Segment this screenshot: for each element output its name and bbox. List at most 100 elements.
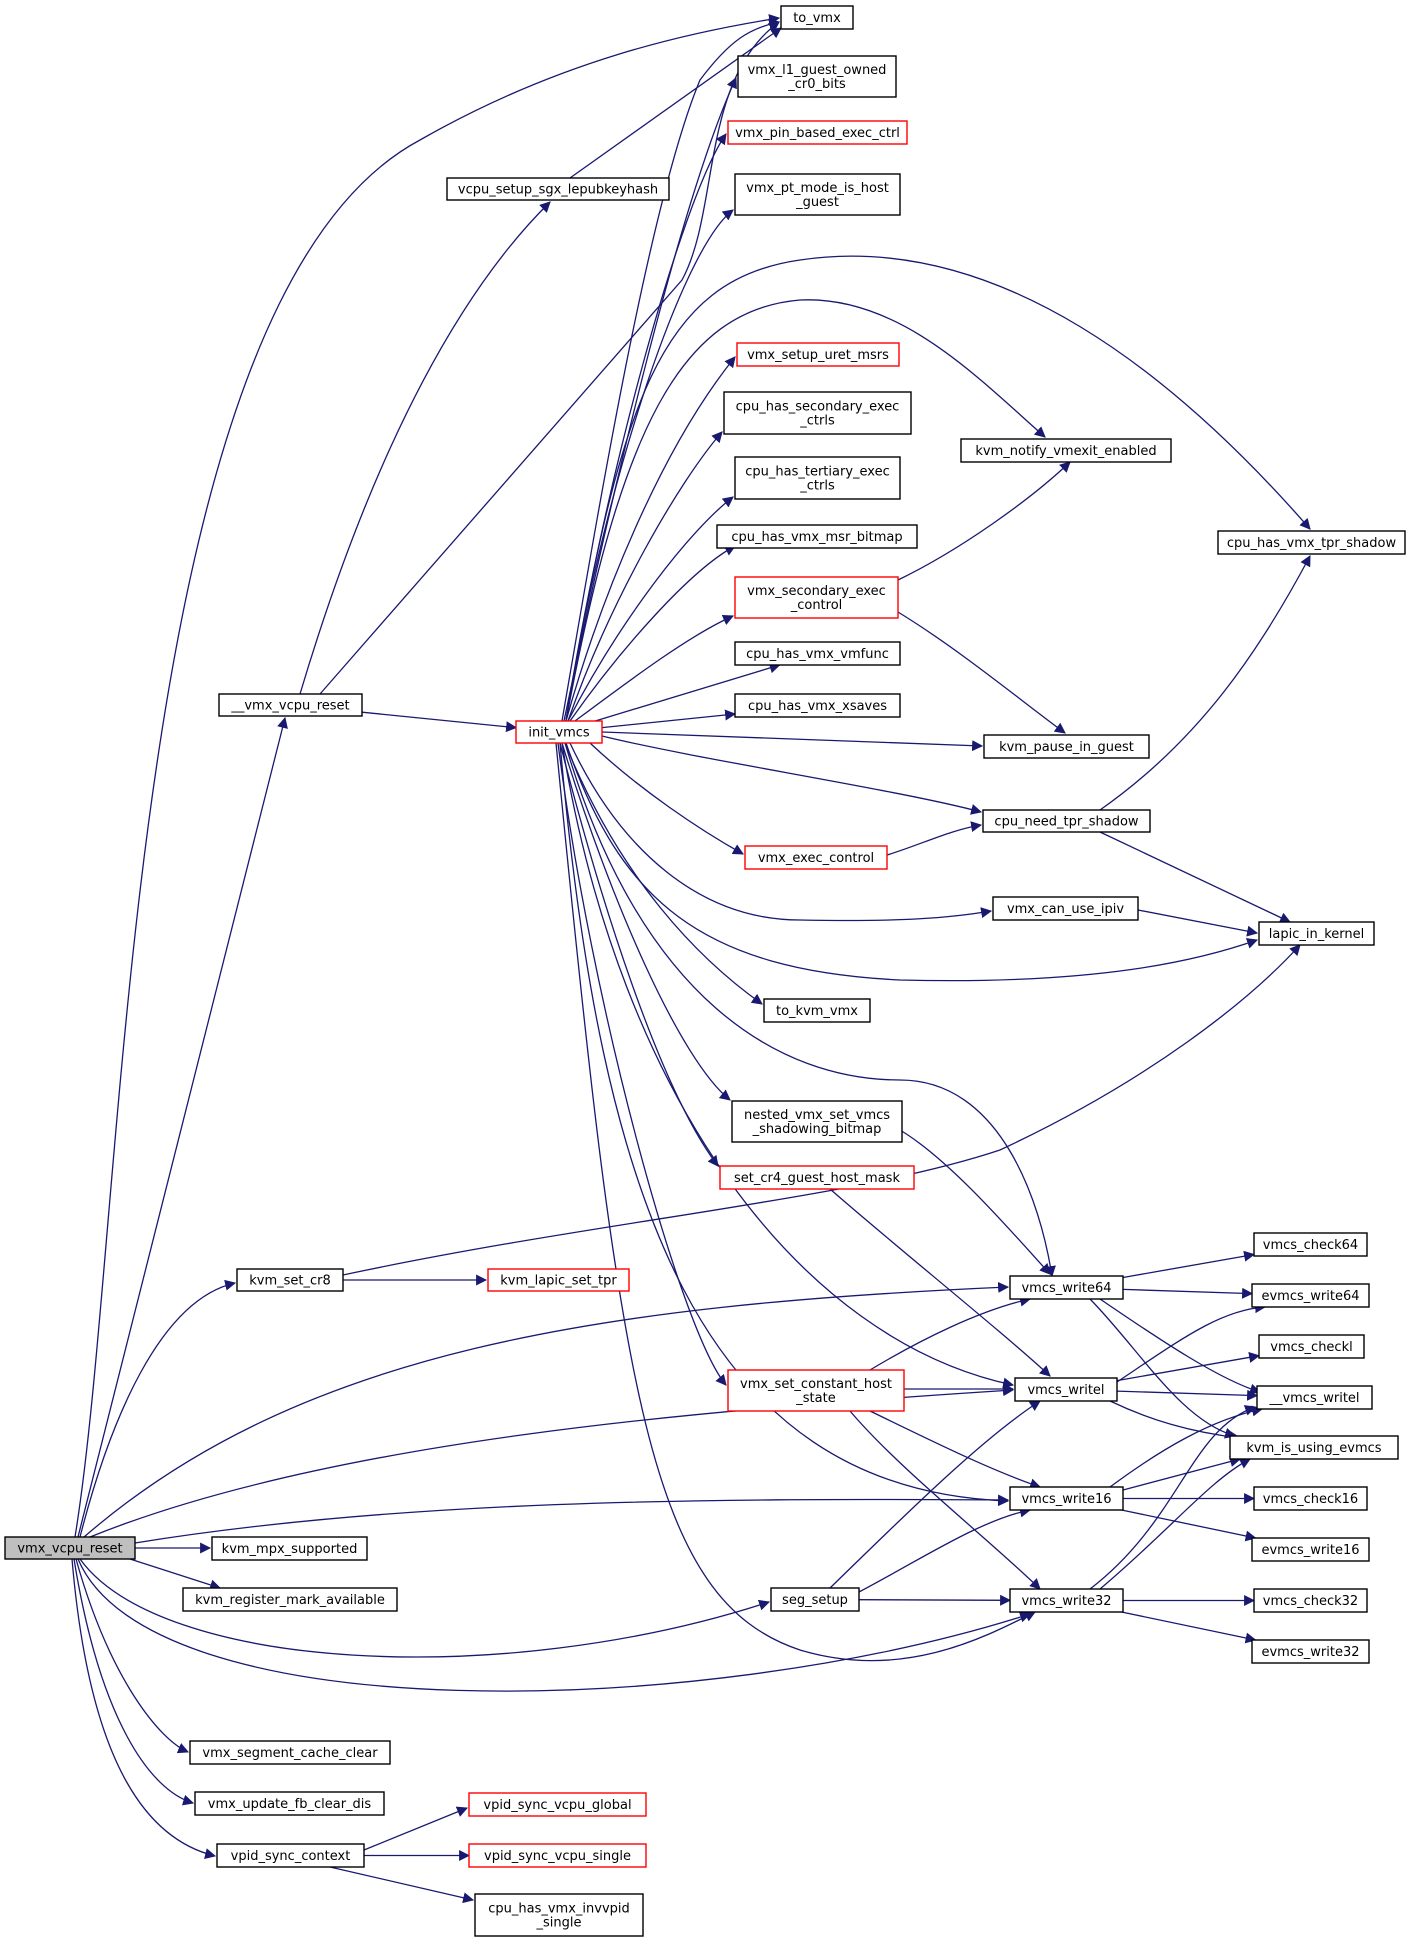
node-evmcs_write16[interactable]: evmcs_write16 bbox=[1251, 1537, 1370, 1562]
node-box[interactable] bbox=[1253, 1232, 1368, 1257]
node-cpu_need_tpr_shadow[interactable]: cpu_need_tpr_shadow bbox=[982, 809, 1151, 833]
node-box[interactable] bbox=[734, 693, 901, 718]
node-box[interactable] bbox=[727, 1369, 905, 1412]
node-box[interactable] bbox=[763, 998, 871, 1023]
node-vmx_pt_mode_is_host_guest[interactable]: vmx_pt_mode_is_host_guest bbox=[734, 173, 901, 216]
node-box[interactable] bbox=[1258, 921, 1375, 946]
node-lapic_in_kernel[interactable]: lapic_in_kernel bbox=[1258, 921, 1375, 946]
node-box[interactable] bbox=[734, 173, 901, 216]
node-kvm_register_mark_available[interactable]: kvm_register_mark_available bbox=[182, 1587, 398, 1612]
node-box[interactable] bbox=[744, 845, 888, 870]
node-vmcs_check64[interactable]: vmcs_check64 bbox=[1253, 1232, 1368, 1257]
node-vpid_sync_context[interactable]: vpid_sync_context bbox=[216, 1843, 365, 1868]
node-__vmx_vcpu_reset[interactable]: __vmx_vcpu_reset bbox=[218, 693, 363, 717]
node-vmx_pin_based_exec_ctrl[interactable]: vmx_pin_based_exec_ctrl bbox=[727, 120, 908, 145]
node-box[interactable] bbox=[1229, 1435, 1399, 1460]
node-cpu_has_vmx_msr_bitmap[interactable]: cpu_has_vmx_msr_bitmap bbox=[716, 524, 918, 549]
node-vcpu_setup_sgx_lepubkeyhash[interactable]: vcpu_setup_sgx_lepubkeyhash bbox=[446, 177, 670, 201]
node-vmcs_write32[interactable]: vmcs_write32 bbox=[1009, 1588, 1124, 1613]
node-cpu_has_vmx_vmfunc[interactable]: cpu_has_vmx_vmfunc bbox=[734, 641, 901, 666]
node-box[interactable] bbox=[992, 896, 1139, 921]
node-box[interactable] bbox=[1253, 1588, 1368, 1613]
node-box[interactable] bbox=[236, 1268, 344, 1292]
node-cpu_has_vmx_invvpid_single[interactable]: cpu_has_vmx_invvpid_single bbox=[474, 1893, 644, 1937]
node-cpu_has_secondary_exec_ctrls[interactable]: cpu_has_secondary_exec_ctrls bbox=[723, 391, 912, 435]
node-vmx_set_constant_host_state[interactable]: vmx_set_constant_host_state bbox=[727, 1369, 905, 1412]
node-cpu_has_vmx_tpr_shadow[interactable]: cpu_has_vmx_tpr_shadow bbox=[1217, 530, 1406, 555]
node-vmx_setup_uret_msrs[interactable]: vmx_setup_uret_msrs bbox=[736, 342, 900, 367]
node-box[interactable] bbox=[4, 1536, 136, 1560]
node-kvm_notify_vmexit_enabled[interactable]: kvm_notify_vmexit_enabled bbox=[960, 438, 1172, 463]
node-box[interactable] bbox=[1014, 1377, 1118, 1402]
node-vmcs_check32[interactable]: vmcs_check32 bbox=[1253, 1588, 1368, 1613]
node-box[interactable] bbox=[487, 1268, 630, 1292]
node-nested_vmx_set_vmcs_shadowing_bitmap[interactable]: nested_vmx_set_vmcs_shadowing_bitmap bbox=[731, 1100, 903, 1143]
node-vpid_sync_vcpu_single[interactable]: vpid_sync_vcpu_single bbox=[468, 1843, 647, 1868]
node-vmx_secondary_exec_control[interactable]: vmx_secondary_exec_control bbox=[734, 576, 899, 619]
node-box[interactable] bbox=[189, 1740, 391, 1765]
node-box[interactable] bbox=[734, 456, 901, 500]
node-kvm_is_using_evmcs[interactable]: kvm_is_using_evmcs bbox=[1229, 1435, 1399, 1460]
node-box[interactable] bbox=[716, 524, 918, 549]
node-box[interactable] bbox=[1253, 1486, 1368, 1511]
node-box[interactable] bbox=[737, 55, 897, 98]
node-box[interactable] bbox=[983, 734, 1150, 759]
node-box[interactable] bbox=[468, 1843, 647, 1868]
node-box[interactable] bbox=[1251, 1537, 1370, 1562]
node-box[interactable] bbox=[194, 1791, 385, 1816]
node-box[interactable] bbox=[731, 1100, 903, 1143]
node-box[interactable] bbox=[770, 1587, 860, 1612]
node-vmcs_checkl[interactable]: vmcs_checkl bbox=[1258, 1334, 1365, 1359]
node-box[interactable] bbox=[736, 342, 900, 367]
node-box[interactable] bbox=[468, 1792, 647, 1817]
node-box[interactable] bbox=[216, 1843, 365, 1868]
node-__vmcs_writel[interactable]: __vmcs_writel bbox=[1256, 1385, 1373, 1410]
node-box[interactable] bbox=[734, 641, 901, 666]
node-evmcs_write64[interactable]: evmcs_write64 bbox=[1251, 1283, 1370, 1308]
node-vmx_can_use_ipiv[interactable]: vmx_can_use_ipiv bbox=[992, 896, 1139, 921]
node-box[interactable] bbox=[1217, 530, 1406, 555]
node-vmx_vcpu_reset[interactable]: vmx_vcpu_reset bbox=[4, 1536, 136, 1560]
node-set_cr4_guest_host_mask[interactable]: set_cr4_guest_host_mask bbox=[719, 1165, 915, 1190]
node-box[interactable] bbox=[723, 391, 912, 435]
node-box[interactable] bbox=[1251, 1283, 1370, 1308]
node-vmx_l1_guest_owned_cr0_bits[interactable]: vmx_l1_guest_owned_cr0_bits bbox=[737, 55, 897, 98]
node-box[interactable] bbox=[780, 5, 854, 30]
node-box[interactable] bbox=[1009, 1588, 1124, 1613]
node-to_vmx[interactable]: to_vmx bbox=[780, 5, 854, 30]
node-vmcs_check16[interactable]: vmcs_check16 bbox=[1253, 1486, 1368, 1511]
node-vmcs_write64[interactable]: vmcs_write64 bbox=[1009, 1275, 1124, 1300]
node-box[interactable] bbox=[218, 693, 363, 717]
node-box[interactable] bbox=[719, 1165, 915, 1190]
node-vpid_sync_vcpu_global[interactable]: vpid_sync_vcpu_global bbox=[468, 1792, 647, 1817]
node-vmcs_writel[interactable]: vmcs_writel bbox=[1014, 1377, 1118, 1402]
node-box[interactable] bbox=[446, 177, 670, 201]
node-box[interactable] bbox=[982, 809, 1151, 833]
node-to_kvm_vmx[interactable]: to_kvm_vmx bbox=[763, 998, 871, 1023]
node-kvm_mpx_supported[interactable]: kvm_mpx_supported bbox=[211, 1536, 368, 1561]
node-evmcs_write32[interactable]: evmcs_write32 bbox=[1251, 1639, 1370, 1664]
node-vmx_update_fb_clear_dis[interactable]: vmx_update_fb_clear_dis bbox=[194, 1791, 385, 1816]
node-cpu_has_vmx_xsaves[interactable]: cpu_has_vmx_xsaves bbox=[734, 693, 901, 718]
node-init_vmcs[interactable]: init_vmcs bbox=[515, 720, 603, 744]
node-box[interactable] bbox=[182, 1587, 398, 1612]
node-vmx_segment_cache_clear[interactable]: vmx_segment_cache_clear bbox=[189, 1740, 391, 1765]
node-box[interactable] bbox=[474, 1893, 644, 1937]
node-box[interactable] bbox=[1009, 1275, 1124, 1300]
node-box[interactable] bbox=[1256, 1385, 1373, 1410]
node-cpu_has_tertiary_exec_ctrls[interactable]: cpu_has_tertiary_exec_ctrls bbox=[734, 456, 901, 500]
node-kvm_set_cr8[interactable]: kvm_set_cr8 bbox=[236, 1268, 344, 1292]
node-box[interactable] bbox=[1258, 1334, 1365, 1359]
node-seg_setup[interactable]: seg_setup bbox=[770, 1587, 860, 1612]
node-box[interactable] bbox=[515, 720, 603, 744]
node-kvm_pause_in_guest[interactable]: kvm_pause_in_guest bbox=[983, 734, 1150, 759]
node-box[interactable] bbox=[960, 438, 1172, 463]
node-box[interactable] bbox=[211, 1536, 368, 1561]
node-box[interactable] bbox=[727, 120, 908, 145]
node-kvm_lapic_set_tpr[interactable]: kvm_lapic_set_tpr bbox=[487, 1268, 630, 1292]
node-vmcs_write16[interactable]: vmcs_write16 bbox=[1009, 1486, 1124, 1511]
node-box[interactable] bbox=[1251, 1639, 1370, 1664]
node-box[interactable] bbox=[1009, 1486, 1124, 1511]
node-vmx_exec_control[interactable]: vmx_exec_control bbox=[744, 845, 888, 870]
node-box[interactable] bbox=[734, 576, 899, 619]
